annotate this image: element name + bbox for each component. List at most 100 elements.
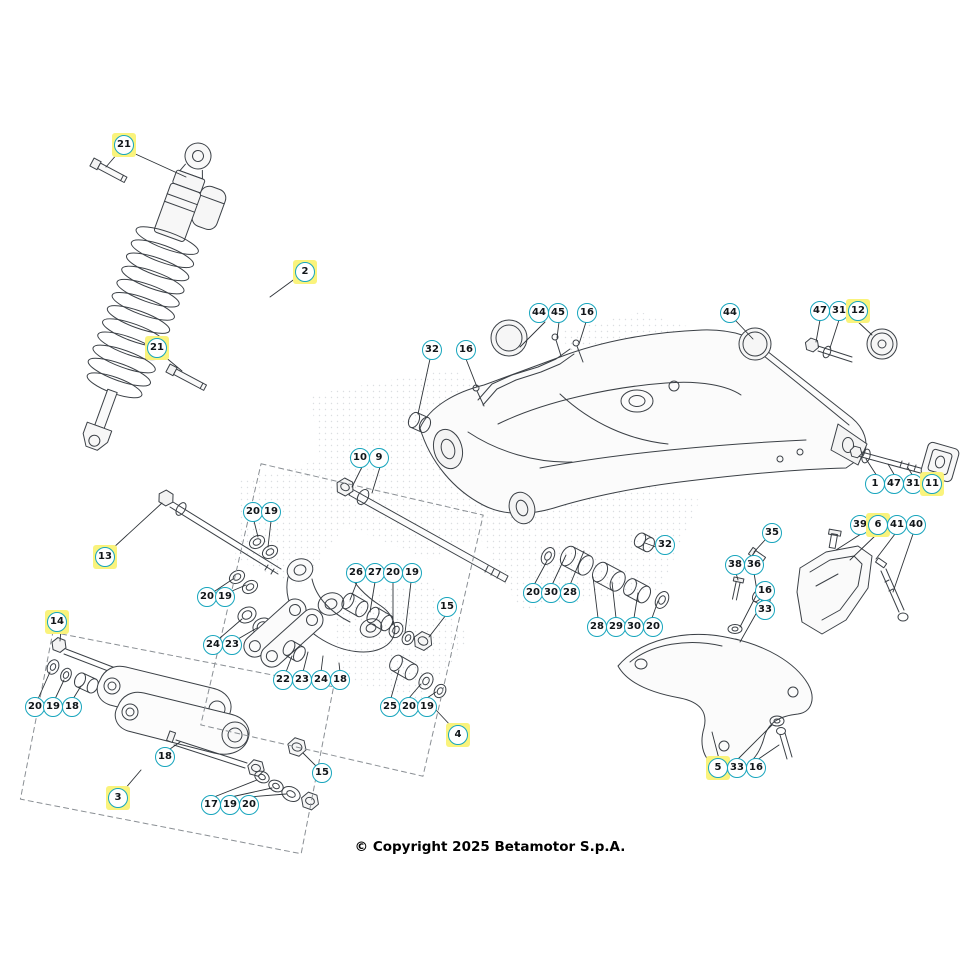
part-callout-19[interactable]: 19 xyxy=(43,697,63,717)
part-callout-16[interactable]: 16 xyxy=(755,581,775,601)
part-callout-28[interactable]: 28 xyxy=(560,583,580,603)
part-callout-5[interactable]: 5 xyxy=(706,756,730,780)
part-number: 15 xyxy=(437,597,457,617)
part-callout-16[interactable]: 16 xyxy=(577,303,597,323)
bushings-22-26-27 xyxy=(282,592,415,662)
part-callout-40[interactable]: 40 xyxy=(906,515,926,535)
screw-16-bottom xyxy=(776,727,793,760)
part-callout-32[interactable]: 32 xyxy=(655,535,675,555)
part-callout-45[interactable]: 45 xyxy=(548,303,568,323)
link-plates-drawing xyxy=(243,598,324,668)
part-callout-19[interactable]: 19 xyxy=(215,587,235,607)
part-callout-44[interactable]: 44 xyxy=(720,303,740,323)
part-callout-33[interactable]: 33 xyxy=(727,758,747,778)
part-callout-30[interactable]: 30 xyxy=(624,617,644,637)
part-number: 27 xyxy=(365,563,385,583)
part-number: 19 xyxy=(220,795,240,815)
part-callout-41[interactable]: 41 xyxy=(887,515,907,535)
part-number: 16 xyxy=(456,340,476,360)
part-callout-19[interactable]: 19 xyxy=(402,563,422,583)
part-callout-35[interactable]: 35 xyxy=(762,523,782,543)
part-number: 20 xyxy=(643,617,663,637)
part-number: 11 xyxy=(922,474,942,494)
part-number: 6 xyxy=(868,515,888,535)
part-callout-27[interactable]: 27 xyxy=(365,563,385,583)
part-callout-1[interactable]: 1 xyxy=(865,474,885,494)
part-callout-18[interactable]: 18 xyxy=(62,697,82,717)
part-number: 29 xyxy=(606,617,626,637)
shock-bolt-lower xyxy=(165,363,207,391)
part-callout-19[interactable]: 19 xyxy=(261,502,281,522)
part-callout-20[interactable]: 20 xyxy=(399,697,419,717)
part-callout-29[interactable]: 29 xyxy=(606,617,626,637)
part-number: 30 xyxy=(624,617,644,637)
part-callout-47[interactable]: 47 xyxy=(810,301,830,321)
part-callout-28[interactable]: 28 xyxy=(587,617,607,637)
part-callout-23[interactable]: 23 xyxy=(222,635,242,655)
swingarm-drawing xyxy=(419,329,868,525)
part-number: 10 xyxy=(350,448,370,468)
part-callout-15[interactable]: 15 xyxy=(312,763,332,783)
part-callout-11[interactable]: 11 xyxy=(920,472,944,496)
part-callout-22[interactable]: 22 xyxy=(273,670,293,690)
part-number: 30 xyxy=(541,583,561,603)
part-callout-10[interactable]: 10 xyxy=(350,448,370,468)
part-callout-23[interactable]: 23 xyxy=(292,670,312,690)
shock-bolt-upper xyxy=(89,157,128,183)
part-callout-17[interactable]: 17 xyxy=(201,795,221,815)
part-callout-24[interactable]: 24 xyxy=(311,670,331,690)
part-callout-25[interactable]: 25 xyxy=(380,697,400,717)
bearing-cap-right xyxy=(738,327,772,361)
part-number: 35 xyxy=(762,523,782,543)
part-callout-12[interactable]: 12 xyxy=(846,299,870,323)
part-callout-16[interactable]: 16 xyxy=(746,758,766,778)
part-callout-20[interactable]: 20 xyxy=(243,502,263,522)
part-callout-6[interactable]: 6 xyxy=(866,513,890,537)
part-callout-32[interactable]: 32 xyxy=(422,340,442,360)
part-callout-9[interactable]: 9 xyxy=(369,448,389,468)
part-number: 26 xyxy=(346,563,366,583)
part-number: 33 xyxy=(727,758,747,778)
part-callout-38[interactable]: 38 xyxy=(725,555,745,575)
part-callout-20[interactable]: 20 xyxy=(643,617,663,637)
lower-link-arms-drawing xyxy=(96,665,250,755)
part-callout-18[interactable]: 18 xyxy=(155,747,175,767)
part-callout-33[interactable]: 33 xyxy=(755,600,775,620)
part-callout-21[interactable]: 21 xyxy=(112,133,136,157)
part-callout-3[interactable]: 3 xyxy=(106,786,130,810)
part-number: 28 xyxy=(560,583,580,603)
part-callout-13[interactable]: 13 xyxy=(93,545,117,569)
part-number: 25 xyxy=(380,697,400,717)
part-callout-36[interactable]: 36 xyxy=(744,555,764,575)
part-callout-14[interactable]: 14 xyxy=(45,610,69,634)
part-callout-19[interactable]: 19 xyxy=(417,697,437,717)
part-number: 20 xyxy=(523,583,543,603)
washers-20-19-a xyxy=(248,534,279,560)
part-callout-44[interactable]: 44 xyxy=(529,303,549,323)
part-callout-16[interactable]: 16 xyxy=(456,340,476,360)
part-number: 5 xyxy=(708,758,728,778)
part-callout-15[interactable]: 15 xyxy=(437,597,457,617)
part-callout-4[interactable]: 4 xyxy=(446,723,470,747)
part-number: 44 xyxy=(529,303,549,323)
part-number: 47 xyxy=(810,301,830,321)
part-callout-20[interactable]: 20 xyxy=(197,587,217,607)
part-number: 1 xyxy=(865,474,885,494)
part-callout-47[interactable]: 47 xyxy=(884,474,904,494)
part-number: 23 xyxy=(292,670,312,690)
bearing-cap-left xyxy=(490,319,528,357)
part-callout-20[interactable]: 20 xyxy=(25,697,45,717)
part-callout-19[interactable]: 19 xyxy=(220,795,240,815)
part-callout-26[interactable]: 26 xyxy=(346,563,366,583)
part-callout-24[interactable]: 24 xyxy=(203,635,223,655)
part-callout-18[interactable]: 18 xyxy=(330,670,350,690)
part-callout-21[interactable]: 21 xyxy=(145,336,169,360)
part-callout-20[interactable]: 20 xyxy=(383,563,403,583)
part-callout-30[interactable]: 30 xyxy=(541,583,561,603)
part-callout-2[interactable]: 2 xyxy=(293,260,317,284)
part-callout-20[interactable]: 20 xyxy=(523,583,543,603)
part-number: 17 xyxy=(201,795,221,815)
part-callout-20[interactable]: 20 xyxy=(239,795,259,815)
